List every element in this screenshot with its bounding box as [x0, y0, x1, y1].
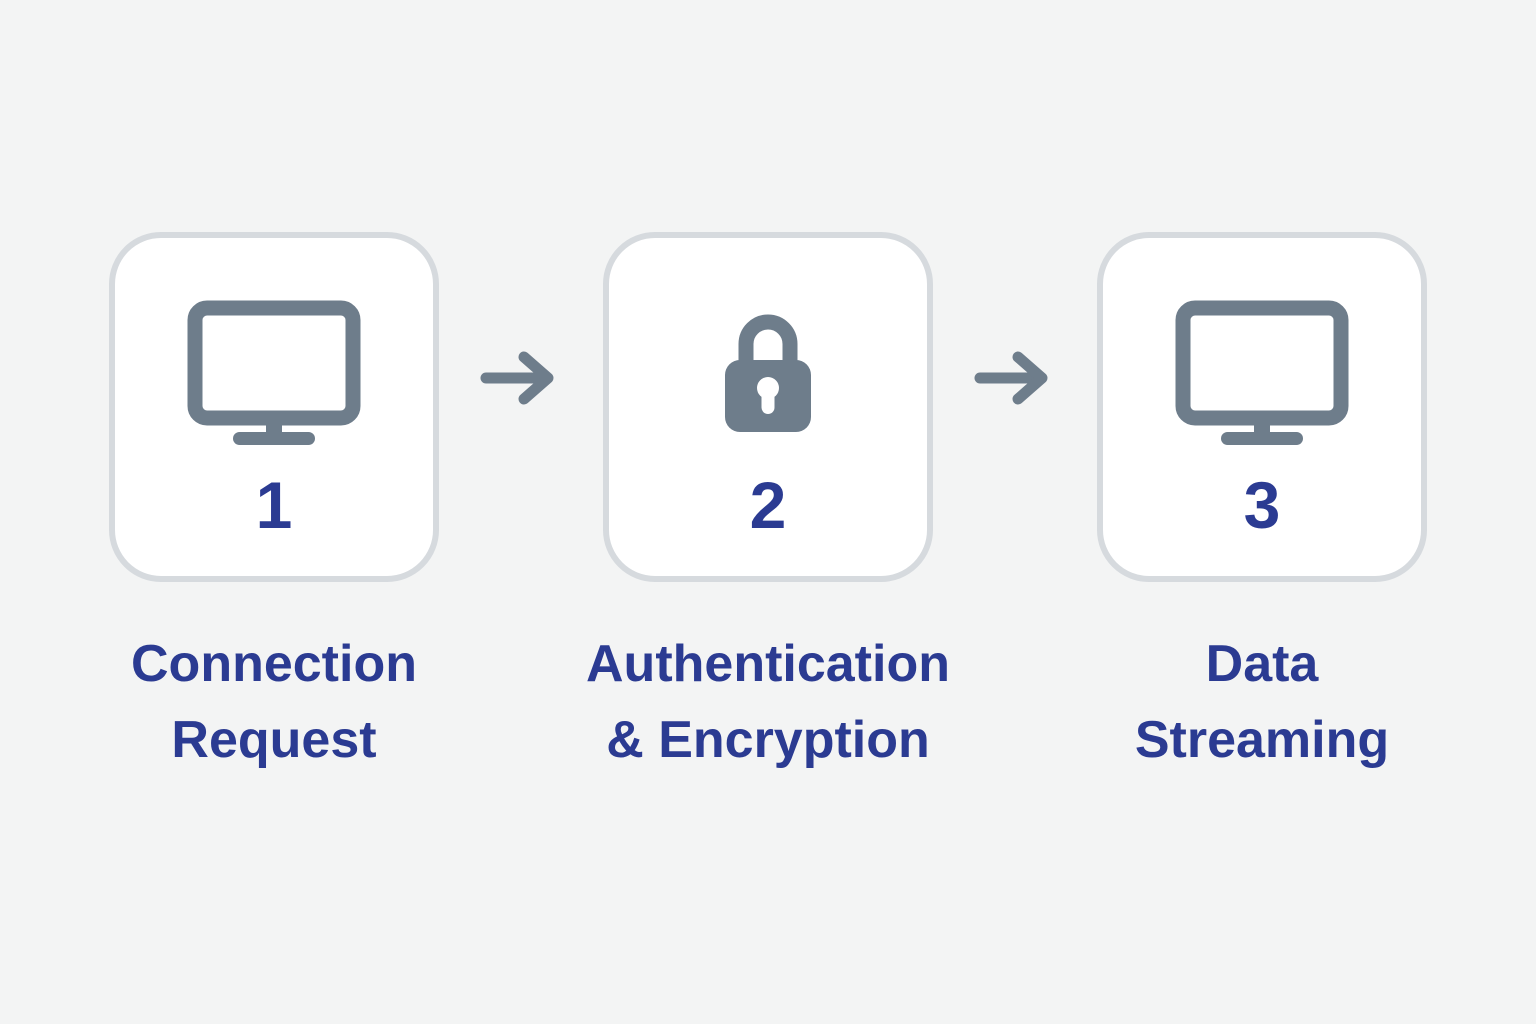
arrow-1: [439, 232, 603, 408]
step-2: 2 Authentication & Encryption: [586, 232, 950, 778]
step-3-number: 3: [1243, 468, 1281, 542]
arrow-right-icon: [974, 348, 1056, 408]
step-2-number: 2: [749, 468, 787, 542]
step-1-card: 1: [109, 232, 439, 582]
step-3: 3 Data Streaming: [1097, 232, 1427, 778]
monitor-icon: [186, 299, 362, 449]
monitor-icon: [1174, 299, 1350, 449]
step-3-label: Data Streaming: [1134, 635, 1390, 769]
step-2-label: Authentication & Encryption: [586, 635, 950, 769]
step-2-card: 2: [603, 232, 933, 582]
arrow-right-icon: [480, 348, 562, 408]
step-1-label: Connection Request: [131, 635, 417, 769]
steps-row: 1 Connection Request 2 Aut: [0, 232, 1536, 778]
lock-icon: [708, 298, 828, 450]
arrow-2: [933, 232, 1097, 408]
step-1-number: 1: [255, 468, 293, 542]
step-1: 1 Connection Request: [109, 232, 439, 778]
step-3-card: 3: [1097, 232, 1427, 582]
